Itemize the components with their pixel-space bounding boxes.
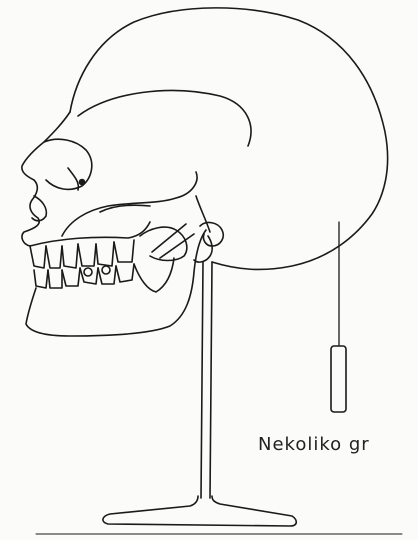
hanging-weight (331, 346, 346, 412)
mandible (26, 230, 206, 336)
maxilla (30, 222, 150, 246)
temporal-line (78, 90, 251, 146)
nasal-aperture (32, 196, 46, 221)
styloid-line (196, 196, 210, 232)
stand-post-left (201, 262, 203, 498)
foramen-dot (80, 180, 85, 185)
stand-base (103, 496, 296, 526)
face-profile (22, 112, 70, 246)
upper-teeth (30, 240, 134, 268)
stand-post-right (210, 262, 212, 498)
lower-teeth (34, 264, 134, 288)
orbit-inner-line (68, 168, 78, 190)
mandible-inner-line (134, 258, 174, 292)
weight-caption: Nekoliko gr (258, 434, 370, 455)
cranium-outline (70, 8, 388, 270)
